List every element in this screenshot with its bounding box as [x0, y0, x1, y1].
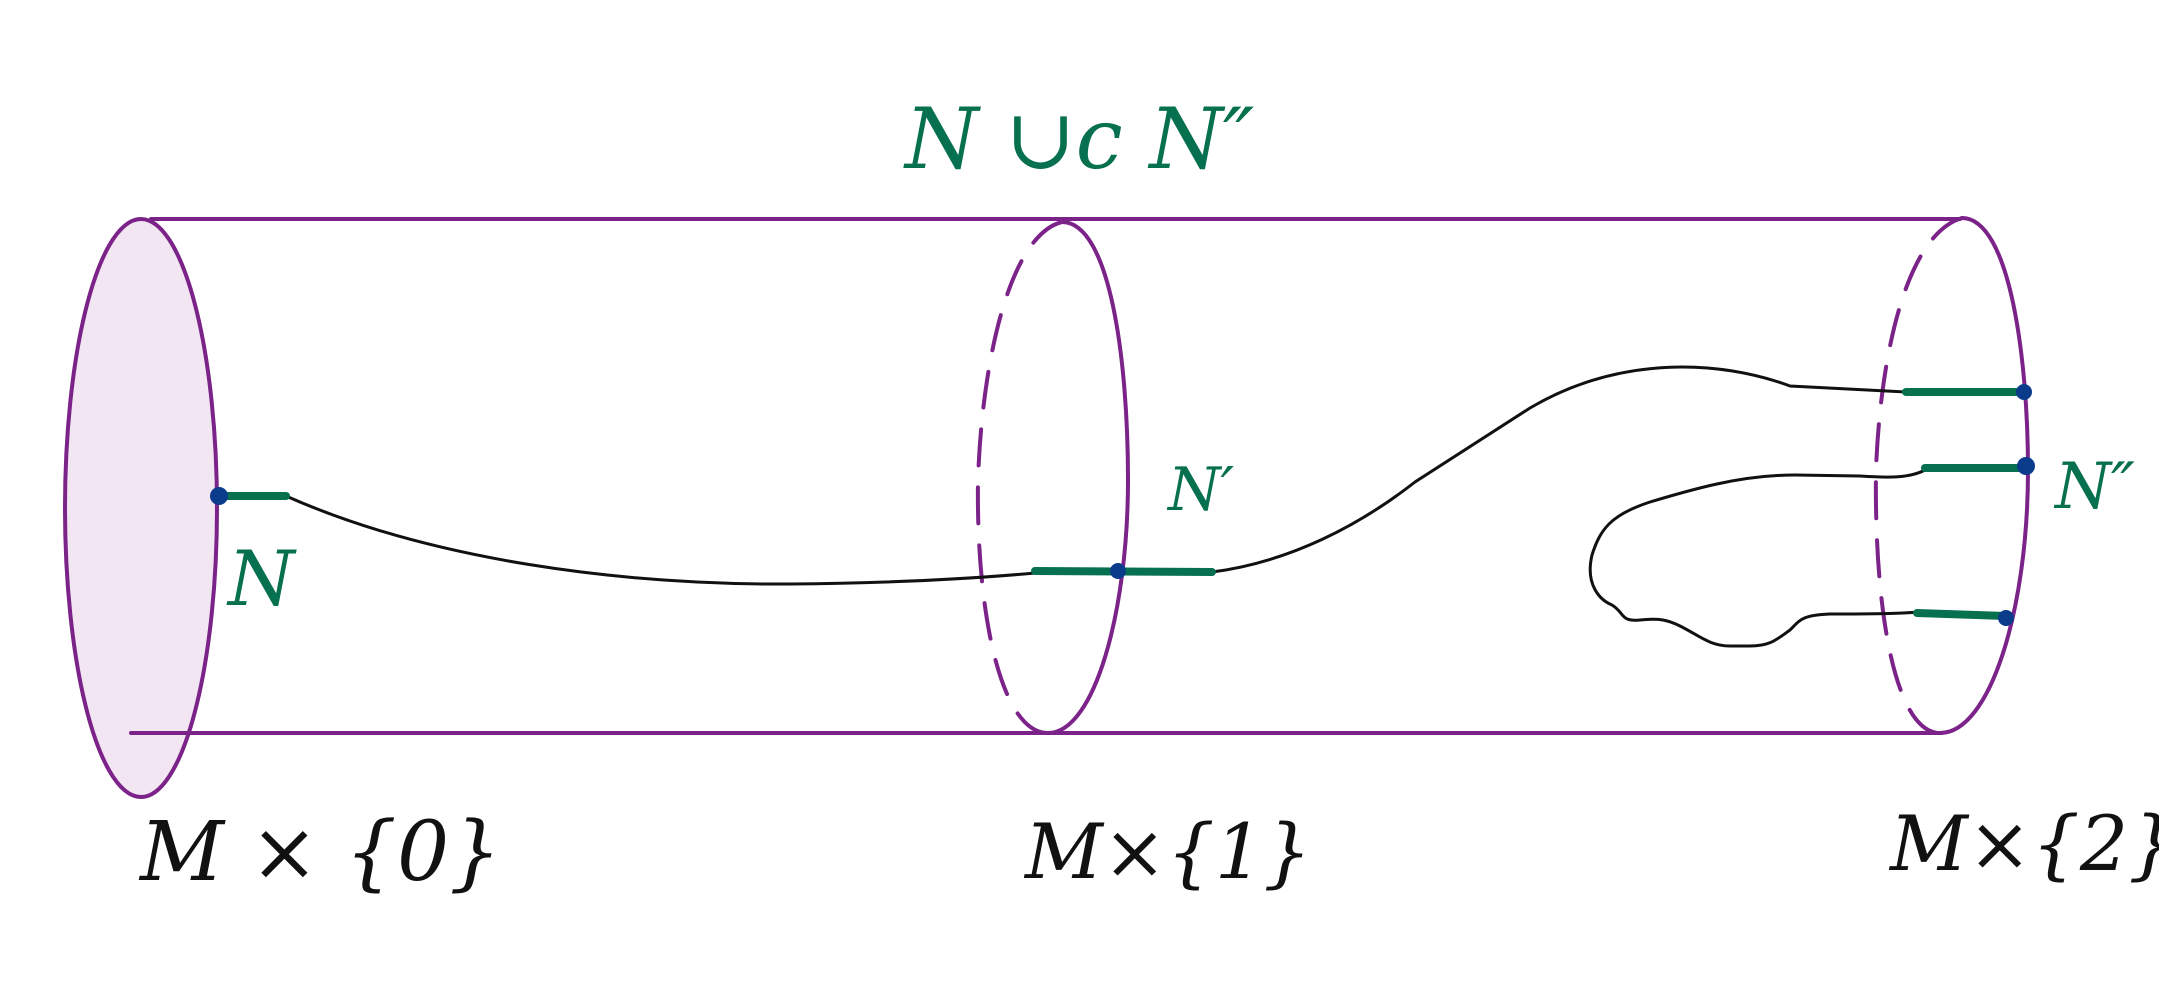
point-n [210, 487, 228, 505]
path-n-to-n-prime [284, 494, 1037, 586]
middle-slice-front-arc [1046, 220, 1131, 735]
point-n-double-prime-top [2016, 384, 2032, 400]
label-top-union: N ∪c N″ [903, 90, 1254, 188]
label-slice-0: M × {0} [138, 805, 501, 900]
point-n-prime [1110, 563, 1126, 579]
points [210, 384, 2035, 626]
label-n-prime: N′ [1166, 455, 1235, 525]
segment-n-double-prime-bottom [1913, 609, 2010, 620]
closed-loop-path [1588, 468, 1927, 648]
point-n-double-prime-bottom [1998, 610, 2014, 626]
path-n-prime-to-upper [1210, 365, 1908, 574]
right-slice-front-arc [1938, 216, 2031, 735]
cobordism-curves [284, 365, 1927, 648]
point-n-double-prime-middle [2017, 457, 2035, 475]
label-n-double-prime: N″ [2053, 450, 2135, 524]
right-slice-back-arc-dashed [1873, 216, 1964, 735]
label-slice-2: M×{2} [1888, 799, 2159, 888]
left-cap-ellipse [63, 217, 219, 799]
middle-slice-back-arc-dashed [975, 220, 1064, 735]
label-slice-1: M×{1} [1023, 807, 1312, 896]
label-n: N [226, 534, 297, 623]
cylinder [63, 216, 2031, 799]
